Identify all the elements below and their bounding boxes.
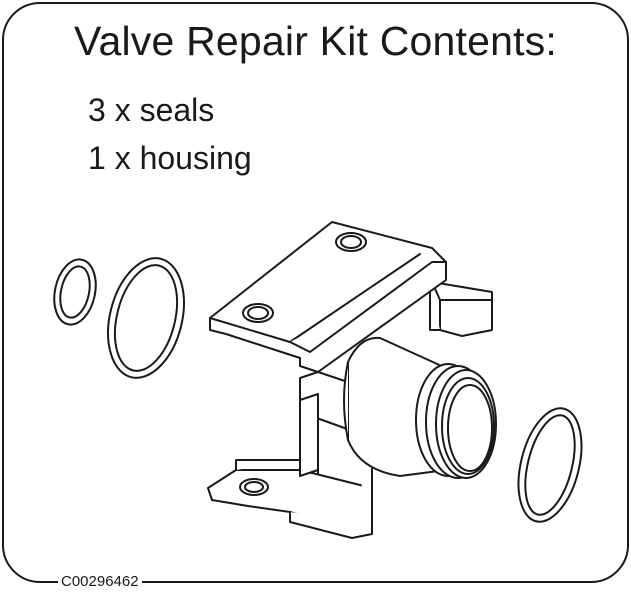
kit-title: Valve Repair Kit Contents: — [73, 18, 557, 64]
part-code: C00296462 — [58, 574, 142, 590]
large-seal — [107, 257, 185, 379]
small-seal — [53, 258, 97, 326]
kit-frame — [2, 2, 629, 583]
contents-item-seals: 3 x seals — [88, 92, 215, 128]
valve-housing — [207, 221, 497, 539]
contents-item-housing: 1 x housing — [88, 140, 252, 176]
right-seal — [517, 407, 583, 523]
